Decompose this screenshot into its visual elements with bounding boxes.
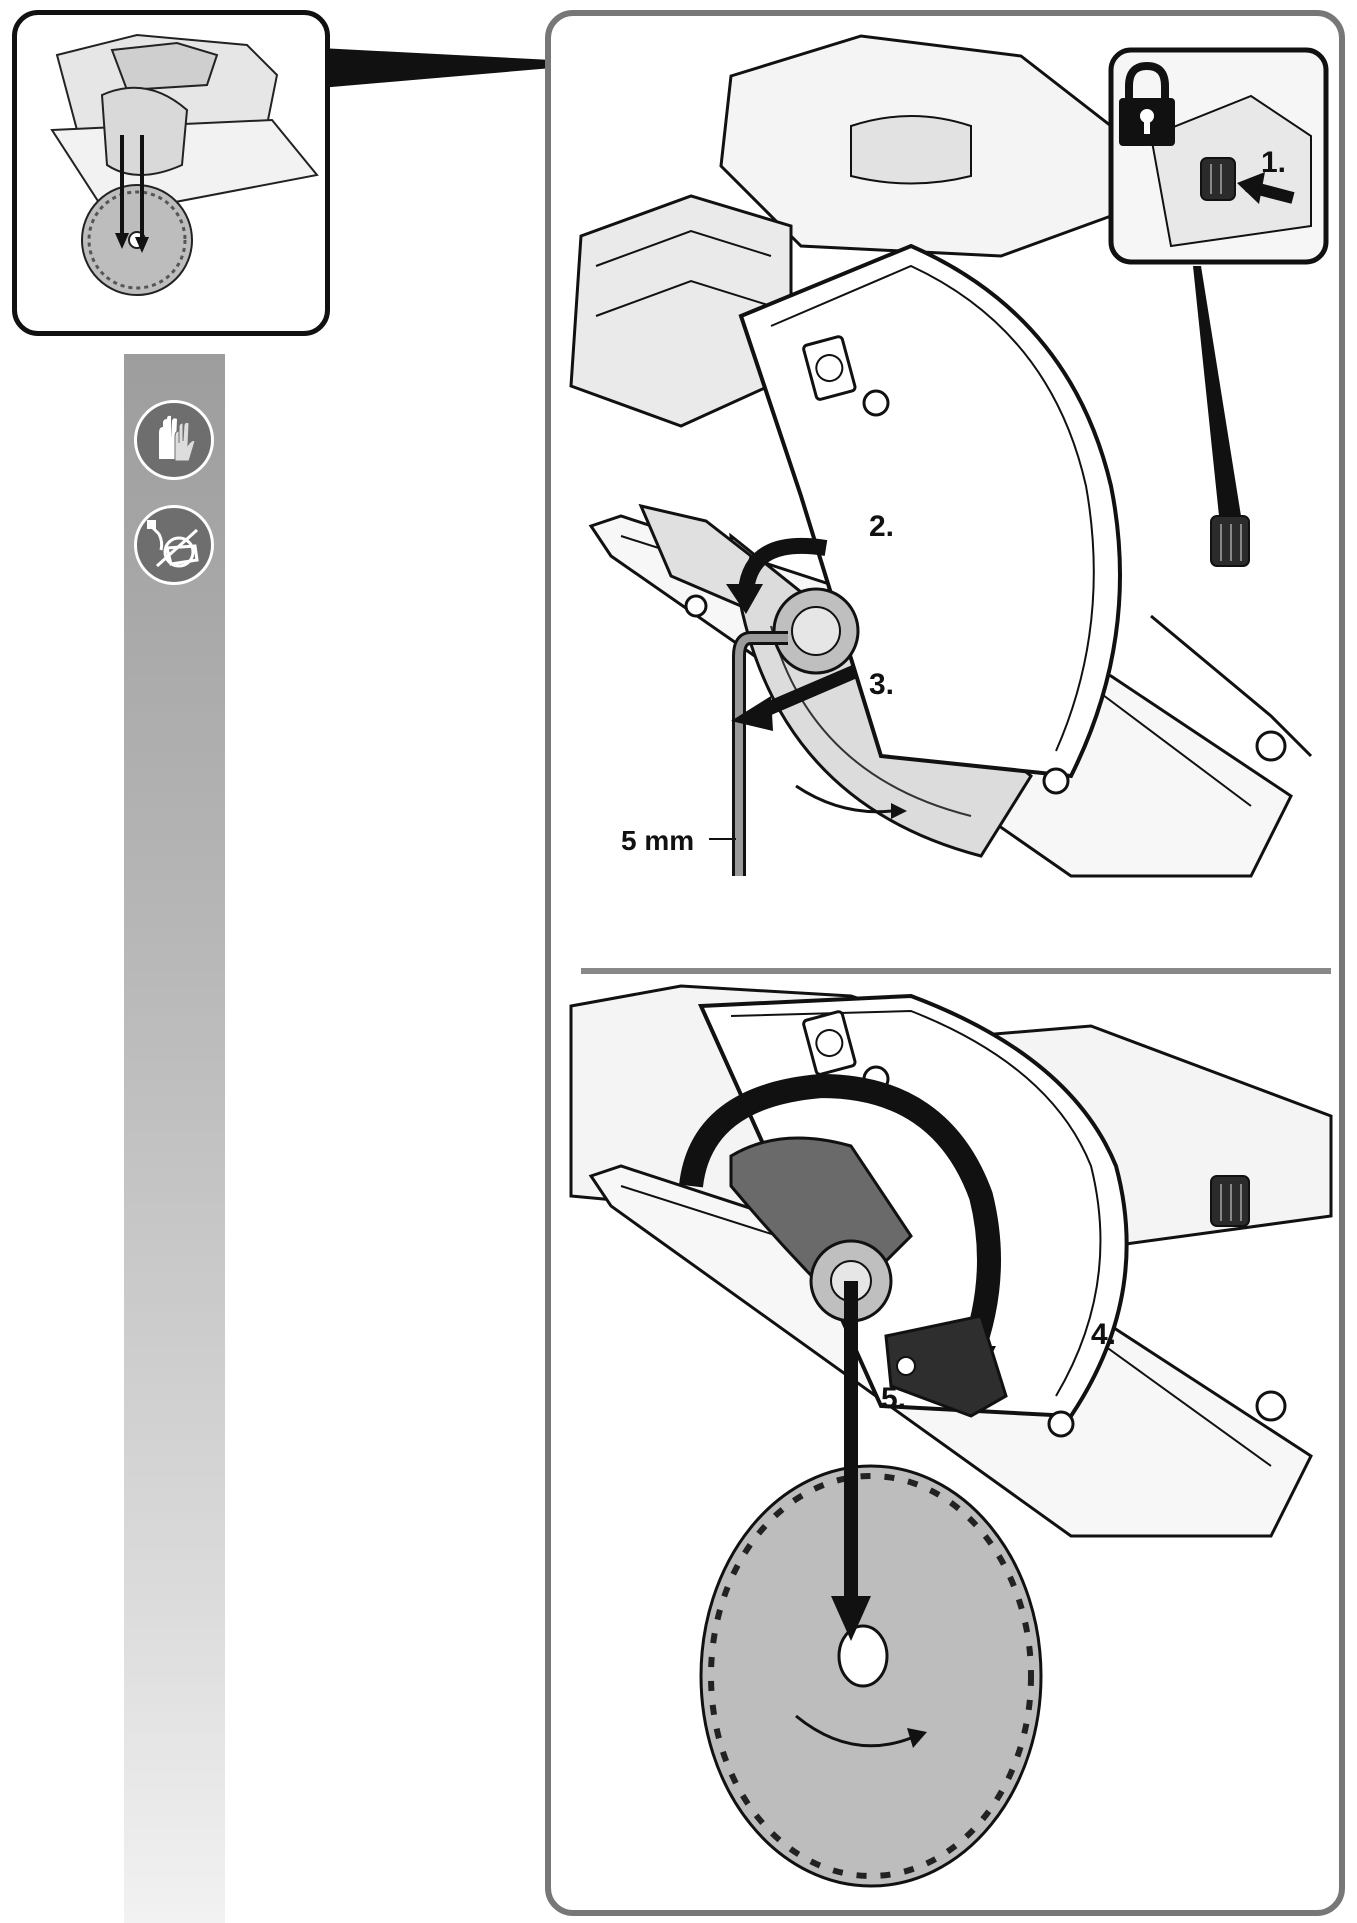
overview-thumbnail xyxy=(12,10,330,336)
lock-icon xyxy=(1119,61,1175,146)
step-3-label: 3. xyxy=(869,668,894,701)
step-4-label: 4. xyxy=(1091,1318,1116,1351)
callout-pointer xyxy=(320,48,552,88)
top-step-illustration xyxy=(569,34,1313,878)
bottom-step-illustration xyxy=(569,984,1333,1888)
step-5-label: 5. xyxy=(881,1382,906,1415)
protective-gloves-icon xyxy=(134,400,214,480)
step-1-label: 1. xyxy=(1261,146,1286,179)
disconnect-power-icon xyxy=(134,505,214,585)
overview-saw-illustration xyxy=(50,33,319,296)
step-2-label: 2. xyxy=(869,510,894,543)
hex-key-size-label: 5 mm xyxy=(621,825,694,856)
lock-inset xyxy=(1108,47,1329,265)
main-illustration: 1. 2. 3. 5 mm xyxy=(569,34,1333,1888)
instruction-panel: 1. 2. 3. 5 mm xyxy=(545,10,1345,1916)
safety-strip xyxy=(124,354,225,1923)
